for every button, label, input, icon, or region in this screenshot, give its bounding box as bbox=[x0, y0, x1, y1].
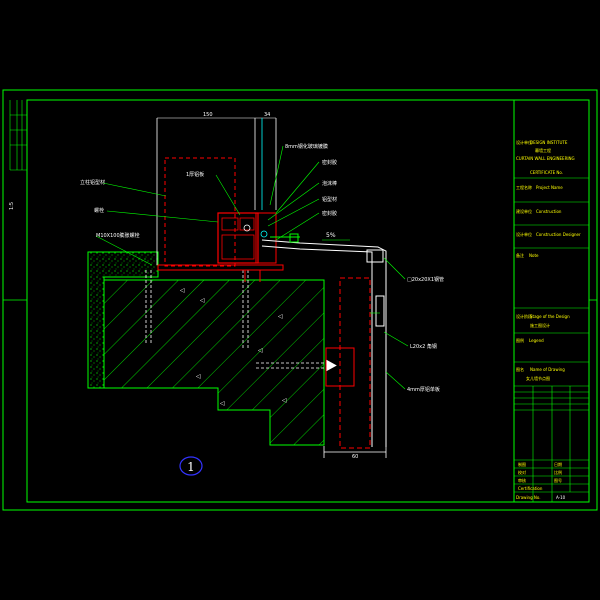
tb-legend-label: 图例 bbox=[516, 337, 524, 343]
glass-panel: 150 34 bbox=[156, 112, 277, 265]
tb-stage-label: 设计阶段 bbox=[516, 313, 532, 319]
tb-note-value: Note bbox=[529, 253, 539, 258]
annotations: 8mm钢化玻璃镀膜 密封胶 1厚铝板 立柱铝型材 泡沫棒 铝型材 螺栓 密封胶 … bbox=[80, 143, 444, 393]
tb-drawing-no-label: Drawing No. bbox=[516, 495, 541, 500]
svg-text:◁: ◁ bbox=[258, 347, 263, 354]
label-connector: 1厚铝板 bbox=[186, 171, 204, 178]
tb-client-label: 建设单位 bbox=[516, 208, 532, 214]
label-sealant: 密封胶 bbox=[322, 159, 337, 166]
label-steel-tube: □20x20X1钢管 bbox=[407, 276, 444, 283]
label-slope: 5% bbox=[326, 232, 336, 239]
tb-stamp: Certification bbox=[518, 486, 543, 491]
label-foam: 泡沫棒 bbox=[322, 180, 337, 187]
bottom-dimension: 60 bbox=[323, 446, 387, 460]
tb-stage-en: Stage of the Design bbox=[530, 314, 570, 319]
dim-top-left: 150 bbox=[203, 112, 213, 118]
label-glass: 8mm钢化玻璃镀膜 bbox=[285, 143, 328, 150]
concrete-slab: ◁ ◁ ◁ ◁ ◁ ◁ ◁ bbox=[103, 279, 325, 446]
label-cladding: 4mm厚铝单板 bbox=[407, 386, 440, 393]
insulation-layer bbox=[87, 251, 159, 389]
tb-company-en-2: CURTAIN WALL ENGINEERING bbox=[516, 156, 575, 161]
sheet-number-left: 1:5 bbox=[9, 202, 15, 210]
leader-lines bbox=[95, 145, 409, 390]
label-mullion: 立柱铝型材 bbox=[80, 179, 105, 186]
tb-project-value: Project Name bbox=[536, 185, 563, 190]
label-angle: L20x2 角钢 bbox=[410, 343, 437, 350]
svg-text:◁: ◁ bbox=[180, 287, 185, 294]
svg-text:◁: ◁ bbox=[200, 297, 205, 304]
coping-cap bbox=[261, 233, 387, 447]
tb-checked-label: 校对 bbox=[518, 469, 526, 475]
tb-date-label: 日期 bbox=[554, 461, 562, 467]
title-block: 设计单位 DESIGN INSTITUTE 幕墙工程 CURTAIN WALL … bbox=[513, 99, 590, 503]
tb-company-label: 设计单位 bbox=[516, 139, 532, 145]
tb-drawing-cn: 女儿墙节点图 bbox=[526, 375, 550, 381]
tb-company-en-3: CERTIFICATE No. bbox=[530, 170, 563, 175]
svg-text:◁: ◁ bbox=[278, 313, 283, 320]
tb-client-value: Construction bbox=[536, 209, 562, 214]
label-bolt: 螺栓 bbox=[94, 207, 104, 214]
dim-top-right: 34 bbox=[264, 112, 270, 118]
tb-stage-cn: 施工图设计 bbox=[530, 322, 550, 328]
left-margin-strip: 1:5 bbox=[9, 100, 27, 210]
tb-drawing-no-value: A-10 bbox=[556, 495, 566, 500]
dim-bottom: 60 bbox=[352, 454, 358, 460]
detail-bubble: 1 bbox=[179, 456, 203, 476]
svg-text:◁: ◁ bbox=[220, 400, 225, 407]
svg-text:◁: ◁ bbox=[196, 373, 201, 380]
tb-designer-label: 设计单位 bbox=[516, 231, 532, 237]
tb-drawing-label: 图名 bbox=[516, 366, 524, 372]
tb-company-en-1: DESIGN INSTITUTE bbox=[530, 140, 568, 145]
tb-project-label: 工程名称 bbox=[516, 184, 532, 190]
label-profile: 铝型材 bbox=[322, 196, 337, 203]
tb-designer-value: Construction Designer bbox=[536, 232, 581, 237]
detail-number: 1 bbox=[187, 460, 195, 474]
label-anchor: M10X100膨胀螺栓 bbox=[96, 232, 140, 239]
aluminium-section bbox=[157, 157, 371, 449]
tb-drawn-label: 制图 bbox=[518, 461, 526, 467]
tb-scale-label: 比例 bbox=[554, 469, 562, 475]
label-sealant-2: 密封胶 bbox=[322, 210, 337, 217]
tb-legend-value: Legend bbox=[529, 338, 544, 343]
svg-text:◁: ◁ bbox=[282, 397, 287, 404]
tb-note-label: 备注 bbox=[516, 252, 524, 258]
tb-sheet-label: 图号 bbox=[554, 477, 562, 483]
tb-company-cn: 幕墙工程 bbox=[535, 147, 551, 153]
tb-drawing-en: Name of Drawing bbox=[530, 367, 565, 372]
anchor-bolts bbox=[145, 270, 337, 372]
tb-approved-label: 审核 bbox=[518, 477, 526, 483]
